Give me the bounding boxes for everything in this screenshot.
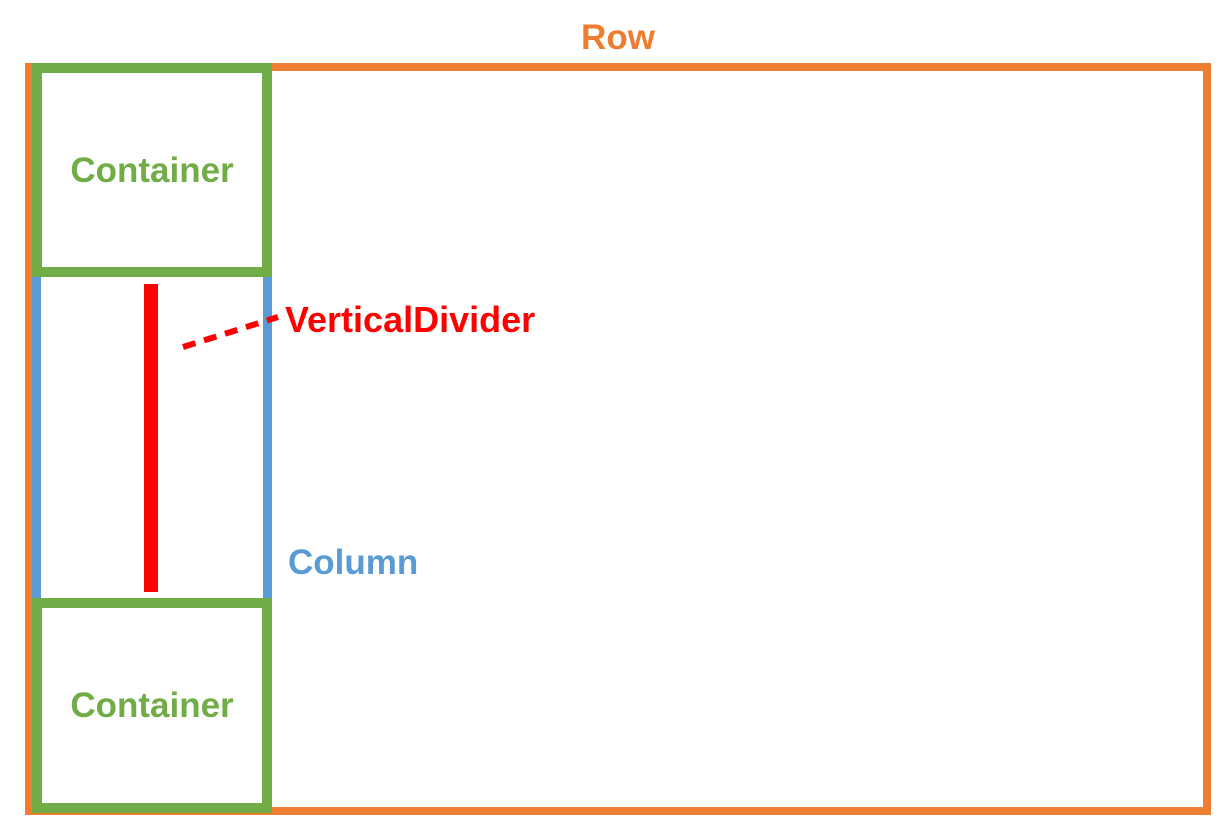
vertical-divider-bar xyxy=(144,284,158,592)
row-box xyxy=(25,63,1211,815)
container-box-top: Container xyxy=(32,63,272,277)
container-bottom-label: Container xyxy=(70,686,234,725)
container-box-bottom: Container xyxy=(32,598,272,813)
column-label: Column xyxy=(288,543,419,582)
row-label: Row xyxy=(581,18,655,57)
container-top-label: Container xyxy=(70,150,234,190)
vertical-divider-label: VerticalDivider xyxy=(285,299,536,340)
